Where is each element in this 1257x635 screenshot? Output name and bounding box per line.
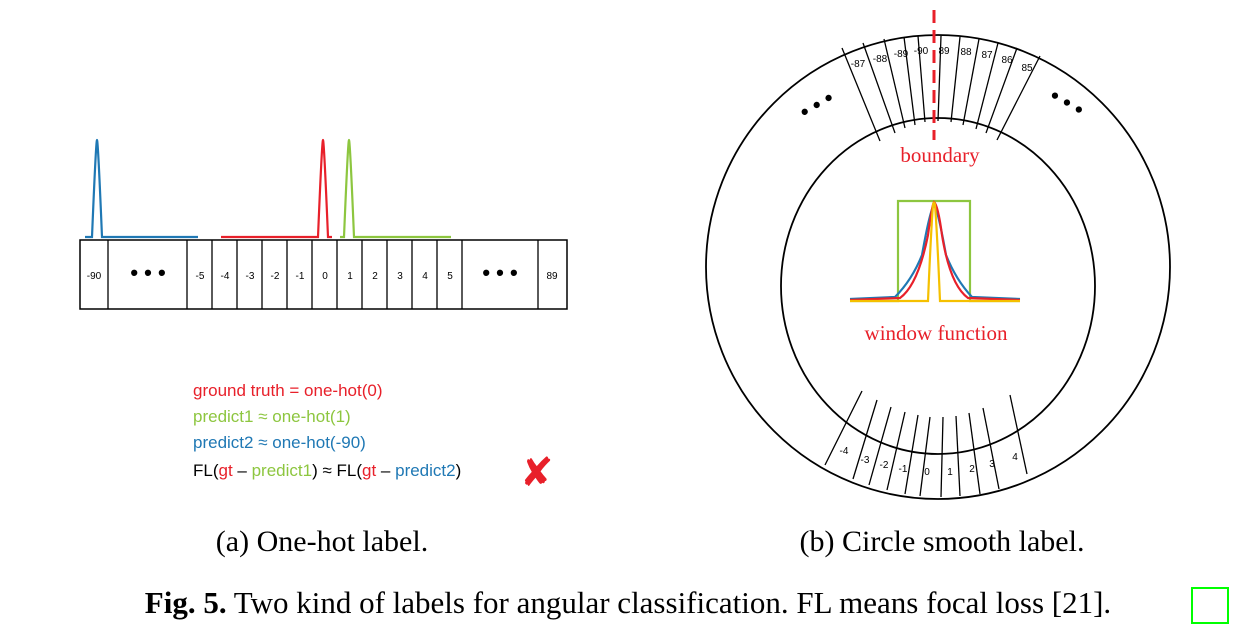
sector-label: 2 <box>969 464 975 475</box>
bin-ellipsis: • • • <box>482 260 517 285</box>
bin-label: 3 <box>397 271 403 282</box>
sector-label: -89 <box>894 49 909 60</box>
sector-label: -90 <box>914 46 929 57</box>
sector-label: -87 <box>851 59 866 70</box>
sector-label: -2 <box>880 460 889 471</box>
sector-label: 86 <box>1001 55 1013 66</box>
bin-label: -1 <box>296 271 305 282</box>
figure-caption: Fig. 5. Two kind of labels for angular c… <box>145 585 1111 620</box>
legend-predict1: predict1 ≈ one-hot(1) <box>193 407 351 426</box>
bin-label: 5 <box>447 271 453 282</box>
sector-label: 4 <box>1012 452 1018 463</box>
subcaption-a: (a) One-hot label. <box>216 525 428 558</box>
sector-label: 85 <box>1021 63 1033 74</box>
inner-ring <box>780 117 1096 455</box>
top-sectors <box>841 35 1041 142</box>
bottom-sectors <box>824 390 1028 498</box>
sector-label: 3 <box>989 459 995 470</box>
legend-predict2: predict2 ≈ one-hot(-90) <box>193 433 366 452</box>
bin-dividers <box>107 240 539 309</box>
bin-label: -3 <box>246 271 255 282</box>
sector-label: 1 <box>947 467 953 478</box>
citation-link-box[interactable] <box>1191 587 1229 624</box>
bin-ellipsis: • • • <box>130 260 165 285</box>
panel-a-one-hot: -90 • • • -5 -4 -3 -2 -1 0 1 2 3 4 5 • •… <box>79 138 568 558</box>
bin-label: -5 <box>196 271 205 282</box>
outer-ring <box>705 34 1171 500</box>
sector-label: 87 <box>981 50 993 61</box>
sector-label: -4 <box>840 446 849 457</box>
sector-label: -3 <box>861 455 870 466</box>
legend-focal-loss: FL(gt – predict1) ≈ FL(gt – predict2) <box>193 461 461 480</box>
window-function-label: window function <box>865 321 1008 345</box>
caption-text: Two kind of labels for angular classific… <box>227 585 1063 620</box>
caption-end: ]. <box>1093 585 1111 620</box>
bin-strip <box>79 239 568 310</box>
bin-label: 2 <box>372 271 378 282</box>
ellipsis-right: • • • <box>1046 83 1089 122</box>
window-pulse-yellow <box>850 201 1020 303</box>
bin-label: 1 <box>347 271 353 282</box>
bin-label: 0 <box>322 271 328 282</box>
bin-label: -4 <box>221 271 230 282</box>
window-function-plot <box>849 199 1021 303</box>
figure-number: Fig. 5. <box>145 585 227 620</box>
predict2-spike <box>85 138 198 239</box>
sector-label: 88 <box>960 47 972 58</box>
panel-b-circle-smooth: -87 -88 -89 -90 89 88 87 86 85 boundary … <box>705 10 1171 558</box>
ellipsis-left: • • • <box>795 85 838 124</box>
bin-label: -90 <box>87 271 102 282</box>
citation-link[interactable]: 21 <box>1062 585 1093 620</box>
bottom-sector-labels: -4 -3 -2 -1 0 1 2 3 4 <box>840 446 1019 478</box>
bin-label: 4 <box>422 271 428 282</box>
legend-ground-truth: ground truth = one-hot(0) <box>193 381 382 400</box>
bin-label: 89 <box>546 271 558 282</box>
sector-label: -1 <box>899 464 908 475</box>
sector-label: 89 <box>938 46 950 57</box>
cross-icon: ✘ <box>520 450 554 496</box>
predict1-spike <box>340 138 451 239</box>
bin-label: -2 <box>271 271 280 282</box>
boundary-label: boundary <box>900 143 980 167</box>
sector-label: 0 <box>924 467 930 478</box>
ground-truth-spike <box>221 138 332 239</box>
subcaption-b: (b) Circle smooth label. <box>800 525 1085 558</box>
sector-label: -88 <box>873 54 888 65</box>
top-sector-labels: -87 -88 -89 -90 89 88 87 86 85 <box>851 46 1033 74</box>
